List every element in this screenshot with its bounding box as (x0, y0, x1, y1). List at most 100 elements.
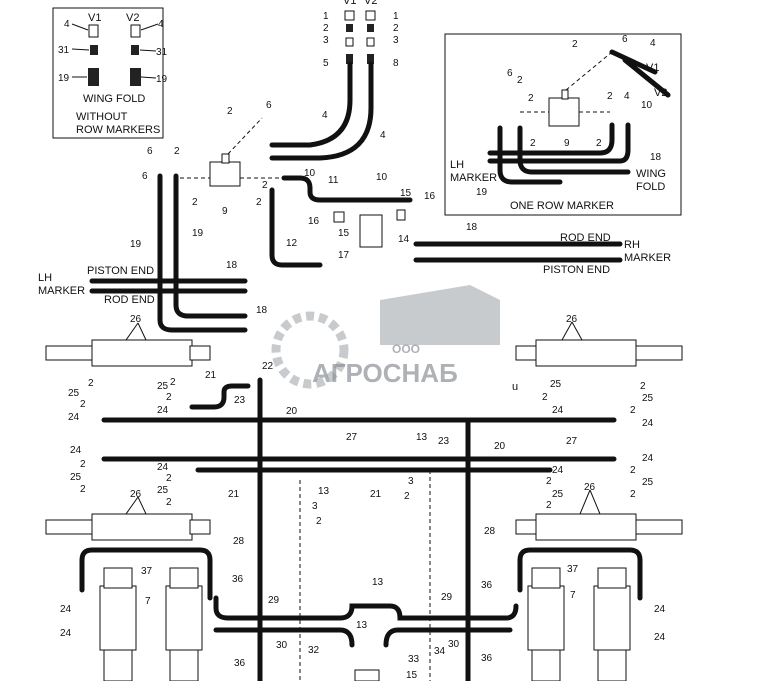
inset-callout-31-right: 31 (156, 47, 168, 58)
inset-caption-without: WITHOUT (76, 111, 128, 123)
inset-callout-19-left: 19 (58, 73, 70, 84)
callout-2-left-c: 2 (80, 459, 86, 470)
hoses-v1-v2: 4 4 (269, 61, 386, 161)
callout-3-center: 3 (408, 476, 414, 487)
callout-6-valve-top: 6 (266, 100, 272, 111)
top-callout-8: 8 (393, 58, 399, 69)
callout-13-mid: 13 (318, 486, 330, 497)
one-row-callout-4b: 4 (624, 91, 630, 102)
one-row-callout-18: 18 (650, 152, 662, 163)
callout-15-right: 15 (400, 188, 412, 199)
one-row-v1-label: V1 (646, 62, 659, 74)
inset-callout-4-right: 4 (158, 19, 164, 30)
callout-37-left: 37 (141, 566, 153, 577)
callout-24-left-a: 24 (68, 412, 80, 423)
top-callout-2-left: 2 (323, 23, 329, 34)
inset-without-row-markers: V1 V2 4 4 31 31 19 19 WING FOLD WITHOUT … (52, 7, 168, 139)
inset-caption-wing-fold: WING FOLD (83, 93, 145, 105)
callout-14: 14 (398, 234, 410, 245)
callout-21-lower-left: 21 (228, 489, 240, 500)
one-row-callout-19: 19 (476, 187, 488, 198)
one-row-lh-label: LH (450, 159, 464, 171)
rod-end-right-label: ROD END (560, 232, 611, 244)
callout-2-right-b: 2 (640, 381, 646, 392)
callout-24-right-b: 24 (642, 418, 654, 429)
callout-24-bottom-right-b: 24 (654, 632, 666, 643)
callout-36-upper-right: 36 (481, 580, 493, 591)
callout-25-left-a: 25 (68, 388, 80, 399)
callout-2-left-g: 2 (166, 473, 172, 484)
top-callout-1-right: 1 (393, 11, 399, 22)
callout-6-valve-left-b: 6 (142, 171, 148, 182)
callout-25-left-d: 25 (157, 485, 169, 496)
callout-20-right: 20 (494, 441, 506, 452)
callout-24-right-a: 24 (552, 405, 564, 416)
one-row-callout-6a: 6 (622, 34, 628, 45)
callout-24-bottom-left-b: 24 (60, 628, 72, 639)
callout-29-right: 29 (441, 592, 453, 603)
top-v2-label: V2 (364, 0, 377, 7)
callout-2-right-a: 2 (542, 392, 548, 403)
one-row-wing-label: WING (636, 168, 666, 180)
one-row-fold-label: FOLD (636, 181, 665, 193)
callout-12: 12 (286, 238, 298, 249)
callout-15-bottom: 15 (406, 670, 418, 681)
lh-marker-label-1: LH (38, 272, 52, 284)
callout-2-right-e: 2 (546, 500, 552, 511)
one-row-caption: ONE ROW MARKER (510, 200, 614, 212)
lower-cylinders: 26 26 28 28 (45, 482, 683, 547)
callout-11: 11 (328, 175, 339, 186)
one-row-callout-2e: 2 (530, 138, 536, 149)
inset-callout-4-left: 4 (64, 19, 70, 30)
top-center-fittings: V1 V2 1 1 2 2 3 3 5 8 (323, 0, 399, 69)
top-callout-1-left: 1 (323, 11, 329, 22)
callout-2-right-d: 2 (546, 476, 552, 487)
callout-25-left-c: 25 (157, 381, 169, 392)
one-row-callout-2d: 2 (607, 91, 613, 102)
piston-end-right-label: PISTON END (543, 264, 610, 276)
callout-27-right: 27 (566, 436, 578, 447)
top-v1-label: V1 (343, 0, 356, 7)
callout-13-lower-a: 13 (372, 577, 384, 588)
callout-16-right: 16 (424, 191, 436, 202)
inset-v2-label: V2 (126, 12, 139, 24)
center-valve-block: 9 2 6 6 6 2 2 2 2 10 10 11 12 (142, 100, 388, 249)
callout-4-lower: 4 (380, 130, 386, 141)
callout-24-right-c: 24 (552, 465, 564, 476)
callout-15-center: 15 (338, 228, 350, 239)
callout-2-valve-left: 2 (174, 146, 180, 157)
callout-2-left-e: 2 (170, 377, 176, 388)
callout-26-lower-right: 26 (584, 482, 596, 493)
watermark-prefix: ООО (392, 342, 420, 356)
inset-callout-19-right: 19 (156, 74, 168, 85)
callout-20-left: 20 (286, 406, 298, 417)
callout-36-lower-right: 36 (481, 653, 493, 664)
watermark-brand: АГРОСНАБ (312, 358, 458, 388)
left-marker-hoses: 19 19 18 18 LH MARKER PISTON END ROD END (38, 173, 268, 333)
one-row-callout-2f: 2 (596, 138, 602, 149)
one-row-callout-2b: 2 (517, 75, 523, 86)
callout-21-lower-center: 21 (370, 489, 382, 500)
callout-18-left: 18 (226, 260, 238, 271)
callout-24-right-d: 24 (642, 453, 654, 464)
callout-29-left: 29 (268, 595, 280, 606)
callout-3-mid: 3 (312, 501, 318, 512)
callout-24-left-d: 24 (157, 462, 169, 473)
callout-36-lower-left: 36 (234, 658, 246, 669)
right-marker-hoses: 16 15 15 16 14 17 18 ROD END PISTON END … (269, 175, 671, 276)
rh-marker-label-1: RH (624, 239, 640, 251)
callout-34: 34 (434, 646, 446, 657)
one-row-callout-10: 10 (641, 100, 653, 111)
callout-32: 32 (308, 645, 320, 656)
rh-marker-label-2: MARKER (624, 252, 671, 264)
callout-24-bottom-right-a: 24 (654, 604, 666, 615)
lh-marker-label-2: MARKER (38, 285, 85, 297)
callout-25-right-a: 25 (550, 379, 562, 390)
callout-30-left: 30 (276, 640, 288, 651)
inset-caption-row-markers: ROW MARKERS (76, 124, 160, 136)
one-row-marker-label: MARKER (450, 172, 497, 184)
callout-23-right: 23 (438, 436, 450, 447)
callout-13-lower-b: 13 (356, 620, 368, 631)
bottom-assembly: 37 37 7 7 36 36 36 36 24 24 24 24 29 29 … (60, 547, 666, 681)
callout-18-right: 18 (466, 222, 478, 233)
